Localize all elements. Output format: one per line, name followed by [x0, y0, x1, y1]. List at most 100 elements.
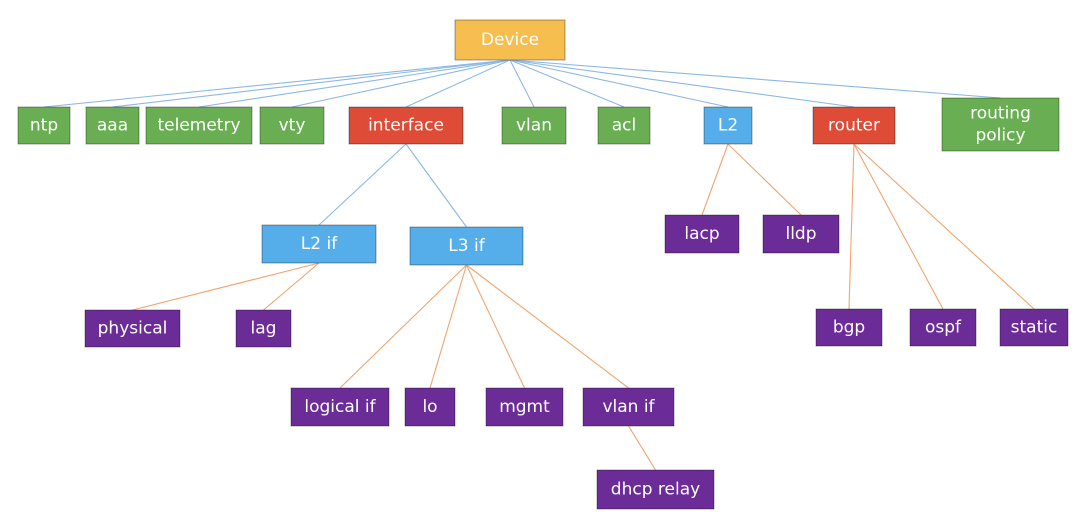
node-box-logical-if [290, 387, 390, 427]
node-label-ospf: ospf [925, 318, 962, 338]
edge-l2-if-to-physical [132, 262, 320, 311]
edge-interface-to-l3-if [405, 143, 467, 228]
node-logical-if: logical if [290, 387, 390, 427]
node-ntp: ntp [17, 106, 71, 145]
node-label-l3-if: L3 if [448, 236, 485, 256]
node-acl: acl [597, 106, 651, 145]
node-physical: physical [84, 309, 181, 348]
edge-device-to-router [509, 59, 855, 108]
node-label-mgmt: mgmt [499, 397, 550, 417]
node-box-vlan-if [582, 387, 675, 427]
node-vty: vty [259, 106, 325, 145]
node-box-l3-if [409, 226, 524, 266]
node-label-device: Device [481, 30, 539, 50]
edge-device-to-telemetry [198, 59, 511, 108]
edge-router-to-ospf [853, 143, 944, 310]
node-bgp: bgp [815, 308, 883, 347]
node-label-lo: lo [422, 397, 437, 417]
node-static: static [999, 308, 1069, 347]
edge-device-to-interface [405, 59, 511, 108]
node-l2: L2 [703, 106, 753, 145]
node-box-lldp [762, 214, 840, 254]
node-box-lo [404, 387, 456, 427]
edge-device-to-aaa [112, 59, 511, 108]
node-label-lag: lag [251, 319, 277, 339]
node-lo: lo [404, 387, 456, 427]
node-box-device [454, 19, 566, 61]
node-label-lacp: lacp [684, 224, 719, 244]
node-lldp: lldp [762, 214, 840, 254]
node-box-l2 [703, 106, 753, 145]
node-box-routing-policy [941, 97, 1060, 152]
node-label-aaa: aaa [97, 116, 128, 136]
node-box-ntp [17, 106, 71, 145]
node-label-router: router [828, 116, 880, 136]
node-box-lag [235, 309, 292, 348]
node-box-telemetry [145, 106, 253, 145]
node-l3-if: L3 if [409, 226, 524, 266]
node-label-vty: vty [279, 116, 306, 136]
node-vlan-if: vlan if [582, 387, 675, 427]
edge-l2-to-lacp [701, 143, 729, 216]
node-lacp: lacp [664, 214, 740, 254]
edge-router-to-bgp [848, 143, 855, 310]
node-label-vlan-if: vlan if [602, 397, 655, 417]
node-box-static [999, 308, 1069, 347]
edge-device-to-acl [509, 59, 625, 108]
node-l2-if: L2 if [261, 224, 377, 264]
node-label-l2: L2 [718, 116, 738, 136]
node-aaa: aaa [85, 106, 140, 145]
node-mgmt: mgmt [485, 387, 564, 427]
node-label-interface: interface [368, 116, 444, 136]
edge-l3-if-to-mgmt [466, 264, 525, 389]
edge-l2-if-to-lag [263, 262, 320, 311]
node-box-dhcp-relay [596, 469, 715, 510]
edge-l3-if-to-vlan-if [466, 264, 629, 389]
node-router: router [812, 106, 896, 145]
node-vlan: vlan [501, 106, 567, 145]
edge-device-to-l2 [509, 59, 729, 108]
edge-router-to-static [853, 143, 1035, 310]
node-label-ntp: ntp [30, 116, 58, 136]
node-dhcp-relay: dhcp relay [596, 469, 715, 510]
node-box-l2-if [261, 224, 377, 264]
nodes-layer: Device ntp aaa telemetry vty interface vlan acl… [17, 19, 1069, 510]
node-box-vlan [501, 106, 567, 145]
node-lag: lag [235, 309, 292, 348]
node-interface: interface [348, 106, 464, 145]
node-label-static: static [1011, 318, 1058, 338]
node-box-router [812, 106, 896, 145]
node-box-interface [348, 106, 464, 145]
node-telemetry: telemetry [145, 106, 253, 145]
node-box-ospf [909, 308, 977, 347]
node-label-routing-policy: policy [975, 126, 1025, 146]
node-label-routing-policy: routing [970, 104, 1031, 124]
node-device: Device [454, 19, 566, 61]
edge-l3-if-to-logical-if [339, 264, 467, 389]
node-label-lldp: lldp [785, 224, 816, 244]
node-box-aaa [85, 106, 140, 145]
edge-device-to-routing-policy [509, 59, 1001, 99]
node-label-telemetry: telemetry [157, 116, 240, 136]
edges-layer [43, 59, 1035, 471]
node-label-bgp: bgp [833, 318, 865, 338]
edge-interface-to-l2-if [318, 143, 407, 226]
node-box-bgp [815, 308, 883, 347]
node-label-l2-if: L2 if [301, 234, 338, 254]
edge-device-to-vlan [509, 59, 535, 108]
node-ospf: ospf [909, 308, 977, 347]
node-label-logical-if: logical if [304, 397, 376, 417]
node-box-physical [84, 309, 181, 348]
edge-l3-if-to-lo [429, 264, 468, 389]
node-label-vlan: vlan [516, 116, 552, 136]
node-box-lacp [664, 214, 740, 254]
edge-l2-to-lldp [727, 143, 802, 216]
node-box-acl [597, 106, 651, 145]
node-label-physical: physical [98, 319, 168, 339]
edge-vlan-if-to-dhcp-relay [628, 425, 656, 471]
node-box-mgmt [485, 387, 564, 427]
node-box-vty [259, 106, 325, 145]
edge-device-to-ntp [43, 59, 511, 108]
